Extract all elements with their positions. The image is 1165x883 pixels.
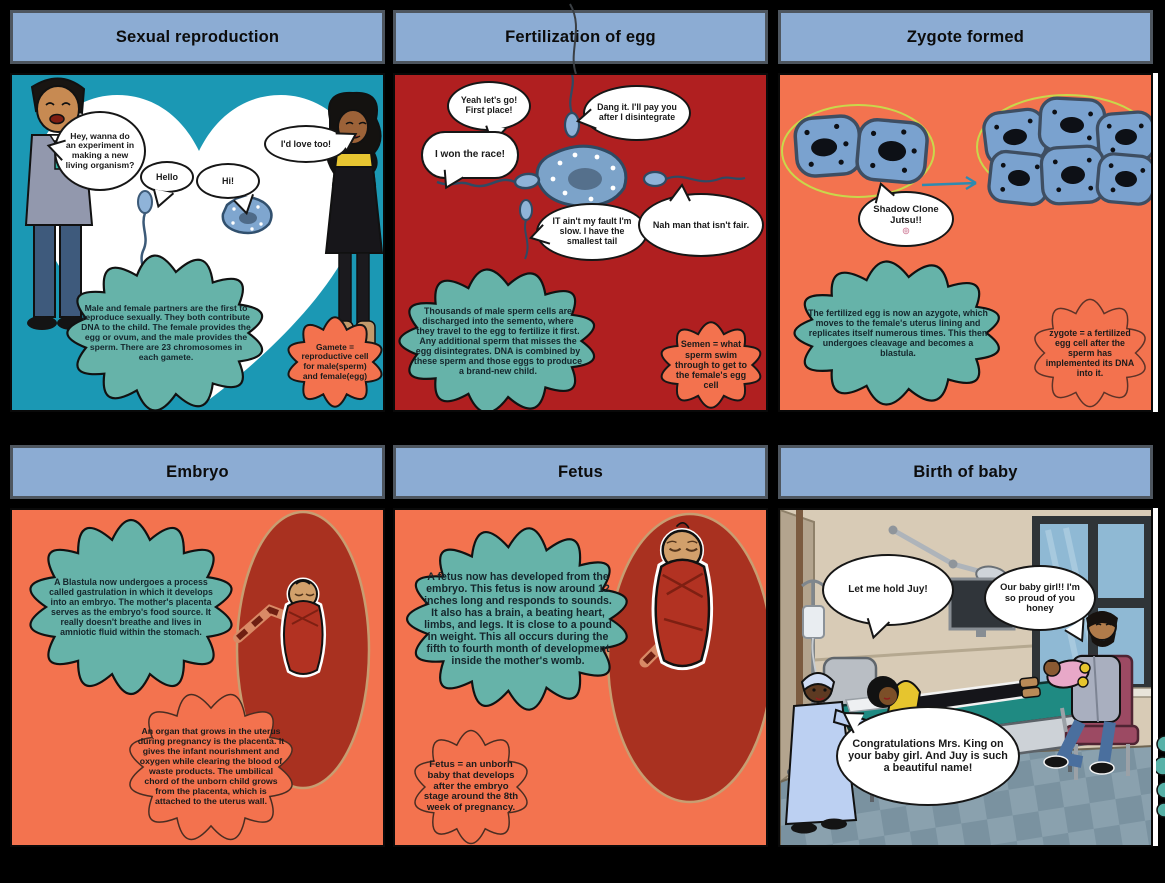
panel-title: Fertilization of egg: [505, 27, 656, 46]
speech-text: Yeah let's go! First place!: [460, 95, 518, 115]
small-sperm: [519, 199, 533, 260]
title-bar-birth: Birth of baby: [778, 445, 1153, 499]
definition-text: Gamete = reproductive cell for male(sper…: [301, 341, 369, 381]
newborn-baby: [1043, 659, 1091, 689]
father-character: [1043, 611, 1121, 775]
definition-text: An organ that grows in the uterus during…: [137, 726, 285, 806]
speech-text: Hey, wanna do an experiment in making a …: [65, 130, 135, 170]
fact-text: A fetus now has developed from the embry…: [424, 570, 612, 668]
title-bar-fertilization: Fertilization of egg: [393, 10, 768, 64]
fact-text: The fertilized egg is now an azygote, wh…: [808, 307, 988, 359]
panel-fetus: A fetus now has developed from the embry…: [393, 508, 768, 847]
panel-title: Sexual reproduction: [115, 27, 280, 46]
multi-cell-stage: [976, 94, 1151, 207]
speech-text: IT ain't my fault I'm slow. I have the s…: [552, 216, 632, 246]
speech-text: Our baby girl!! I'm so proud of you hone…: [1000, 582, 1080, 614]
egg-cell: [535, 144, 628, 208]
definition-cloud-zygote: zygote = a fertilized egg cell after the…: [1030, 297, 1150, 409]
speech-bubble-sperm: Hello: [140, 161, 194, 209]
title-bar-sexual-reproduction: Sexual reproduction: [10, 10, 385, 64]
panel-title: Birth of baby: [913, 462, 1018, 481]
fact-text: A Blastula now undergoes a process calle…: [49, 576, 213, 638]
definition-cloud-fetus: Fetus = an unborn baby that develops aft…: [410, 728, 532, 845]
speech-bubble-man: Hey, wanna do an experiment in making a …: [46, 111, 146, 191]
speech-bubble-woman: I'd love too!: [264, 125, 358, 163]
egg-cell: [221, 196, 273, 235]
speech-bubble-late-sperm: Dang it. I'll pay you after I disintegra…: [575, 85, 691, 141]
panel-birth: Let me hold Juy! Our baby girl!! I'm so …: [778, 508, 1153, 847]
panel-title: Embryo: [166, 462, 229, 481]
speech-bubble-cells: Shadow Clone Jutsu!! ◎: [858, 182, 954, 247]
panel-title: Fetus: [557, 462, 603, 481]
panel-edge-sliver: [1153, 73, 1158, 412]
definition-text: Fetus = an unborn baby that develops aft…: [423, 758, 519, 814]
speech-text: Congratulations Mrs. King on your baby g…: [848, 737, 1008, 775]
definition-text: Semen = what sperm swim through to get t…: [675, 339, 747, 391]
speech-bubble-protest: Nah man that isn't fair.: [638, 183, 764, 257]
zygote-art: [781, 94, 1151, 207]
fact-cloud-gametes: Male and female partners are the first t…: [65, 253, 267, 410]
speech-text: Hello: [155, 171, 178, 182]
fact-cloud-fetus: A fetus now has developed from the embry…: [405, 526, 631, 712]
speech-text: Nah man that isn't fair.: [652, 219, 750, 230]
umbilical-cord: [233, 604, 291, 643]
panel-fertilization: Yeah let's go! First place! Dang it. I'l…: [393, 73, 768, 412]
speech-bubble-father: Our baby girl!! I'm so proud of you hone…: [984, 565, 1096, 643]
panel-sexual-reproduction: Hey, wanna do an experiment in making a …: [10, 73, 385, 412]
hand-sign-icon: ◎: [902, 225, 910, 235]
speech-text: Hi!: [222, 175, 234, 186]
right-sperm: [642, 170, 746, 188]
fact-text: Thousands of male sperm cells are discha…: [413, 305, 583, 377]
panel-edge-sliver: [1153, 508, 1158, 846]
definition-cloud-placenta: An organ that grows in the uterus during…: [125, 690, 297, 844]
fact-cloud-zygote: The fertilized egg is now an azygote, wh…: [792, 259, 1004, 407]
speech-text: Dang it. I'll pay you after I disintegra…: [597, 102, 677, 122]
speech-bubble-egg: Hi!: [196, 163, 260, 216]
panel-title: Zygote formed: [906, 27, 1025, 46]
embryo-baby: [280, 577, 327, 678]
speech-text: I won the race!: [434, 149, 505, 161]
arrow: [921, 175, 977, 191]
fact-text: Male and female partners are the first t…: [81, 302, 251, 362]
title-bar-zygote: Zygote formed: [778, 10, 1153, 64]
fact-cloud-embryo: A Blastula now undergoes a process calle…: [26, 518, 236, 696]
fetus-baby: [651, 521, 714, 671]
speech-bubble-nurse: Congratulations Mrs. King on your baby g…: [836, 706, 1020, 806]
sperm-cell: [137, 190, 153, 276]
speech-bubble-mother: Let me hold Juy!: [822, 554, 954, 640]
definition-cloud-gamete: Gamete = reproductive cell for male(sper…: [284, 315, 383, 409]
speech-bubble-slow-sperm: IT ain't my fault I'm slow. I have the s…: [528, 203, 648, 261]
title-bar-embryo: Embryo: [10, 445, 385, 499]
fact-cloud-fertilization: Thousands of male sperm cells are discha…: [397, 267, 599, 410]
top-sperm: [563, 75, 581, 139]
panel-embryo: A Blastula now undergoes a process calle…: [10, 508, 385, 847]
panel-zygote: Shadow Clone Jutsu!! ◎ The fertilized eg…: [778, 73, 1153, 412]
speech-text: Shadow Clone Jutsu!!: [873, 204, 939, 226]
two-cell-stage: [781, 104, 935, 198]
speech-text: Let me hold Juy!: [848, 584, 928, 596]
speech-bubble-cheer: Yeah let's go! First place!: [447, 81, 531, 145]
title-bar-fetus: Fetus: [393, 445, 768, 499]
speech-text: I'd love too!: [280, 138, 332, 149]
definition-cloud-semen: Semen = what sperm swim through to get t…: [657, 320, 765, 410]
speech-bubble-winner: I won the race!: [421, 131, 519, 190]
definition-text: zygote = a fertilized egg cell after the…: [1045, 327, 1135, 379]
fertilization-art: [436, 75, 746, 260]
